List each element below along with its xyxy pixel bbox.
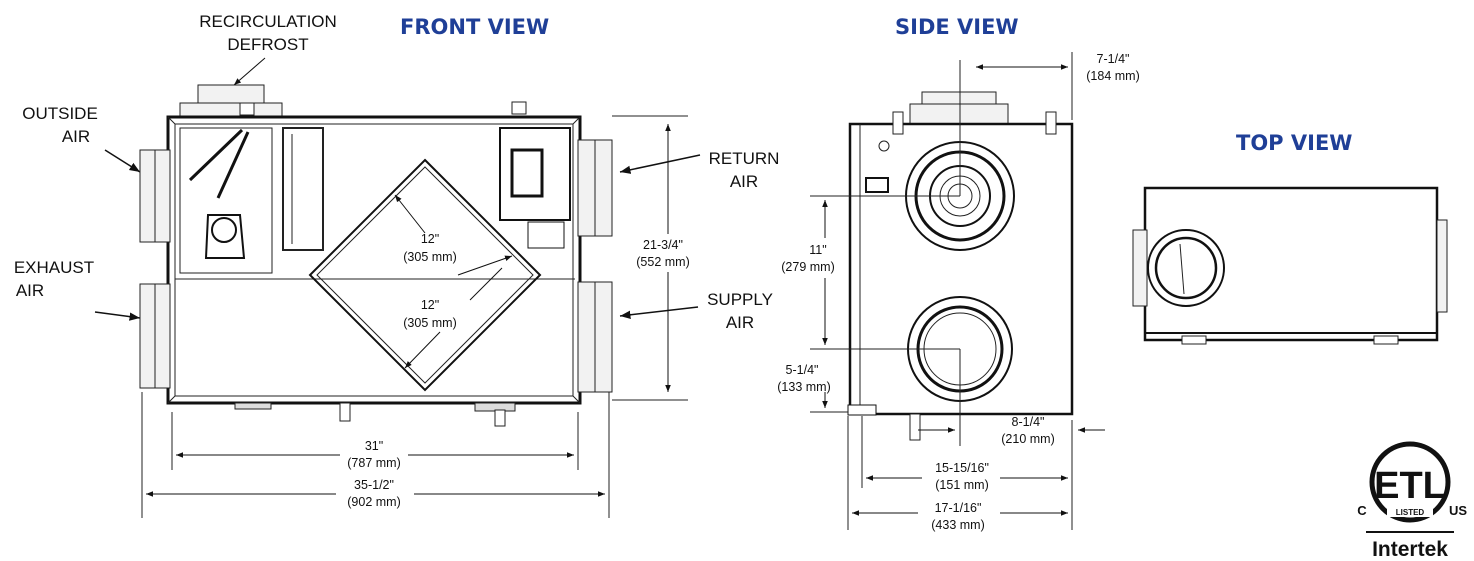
outer-width-inches: 35-1/2" <box>354 478 394 492</box>
exhaust-air-arrow <box>94 311 141 321</box>
core-dim-b-arrow-bottom <box>404 331 441 369</box>
front-height-inches: 21-3/4" <box>643 238 683 252</box>
side-bottom-offset-mm: (133 mm) <box>777 380 830 394</box>
outer-width-mm: (902 mm) <box>347 495 400 509</box>
return-air-arrow <box>619 154 701 174</box>
supply-air-arrow <box>619 306 699 319</box>
side-inner-width-inches: 15-15/16" <box>935 461 989 475</box>
core-dim-a-mm: (305 mm) <box>403 250 456 264</box>
core-dim-b-inches: 12" <box>421 298 439 312</box>
recirculation-label-line1: RECIRCULATION <box>199 12 337 31</box>
side-top-offset-inches: 7-1/4" <box>1097 52 1130 66</box>
intertek-text: Intertek <box>1372 538 1448 561</box>
etl-us-text: US <box>1449 503 1467 518</box>
supply-air-label-line1: SUPPLY <box>707 290 773 309</box>
front-height-mm: (552 mm) <box>636 255 689 269</box>
side-drain-offset-inches: 8-1/4" <box>1012 415 1045 429</box>
side-drain-offset-mm: (210 mm) <box>1001 432 1054 446</box>
return-air-label-line2: AIR <box>730 172 758 191</box>
core-dim-a-arrow-bottom <box>457 255 513 276</box>
top-view-drawing <box>1132 186 1448 345</box>
etl-c-text: C <box>1357 503 1367 518</box>
side-outer-width-inches: 17-1/16" <box>935 501 982 515</box>
outside-air-label-line2: AIR <box>62 127 90 146</box>
side-port-spacing-inches: 11" <box>809 243 826 257</box>
return-air-label-line1: RETURN <box>709 149 780 168</box>
front-view-drawing <box>139 84 613 427</box>
side-port-spacing-mm: (279 mm) <box>781 260 834 274</box>
side-top-offset-mm: (184 mm) <box>1086 69 1139 83</box>
exhaust-air-label-line2: AIR <box>16 281 44 300</box>
inner-width-mm: (787 mm) <box>347 456 400 470</box>
outside-air-arrow <box>104 149 141 173</box>
etl-listed-text: LISTED <box>1396 508 1425 517</box>
exhaust-air-label-line1: EXHAUST <box>14 258 94 277</box>
side-inner-width-mm: (151 mm) <box>935 478 988 492</box>
side-outer-width-mm: (433 mm) <box>931 518 984 532</box>
core-dim-a-inches: 12" <box>421 232 439 246</box>
etl-mark-text: ETL <box>1374 465 1446 507</box>
supply-air-label-line2: AIR <box>726 313 754 332</box>
core-dim-a-arrow-top <box>394 194 426 234</box>
core-dim-b-mm: (305 mm) <box>403 316 456 330</box>
top-view-title: TOP VIEW <box>1236 131 1352 155</box>
side-view-title: SIDE VIEW <box>895 15 1019 39</box>
core-dim-b-line <box>469 267 503 301</box>
etl-listed-mark: ETL LISTED C US Intertek <box>1357 441 1467 561</box>
outside-air-label-line1: OUTSIDE <box>22 104 98 123</box>
recirculation-arrow <box>233 57 266 86</box>
recirculation-label-line2: DEFROST <box>227 35 308 54</box>
front-view-title: FRONT VIEW <box>400 15 549 39</box>
inner-width-inches: 31" <box>365 439 383 453</box>
side-bottom-offset-inches: 5-1/4" <box>786 363 819 377</box>
